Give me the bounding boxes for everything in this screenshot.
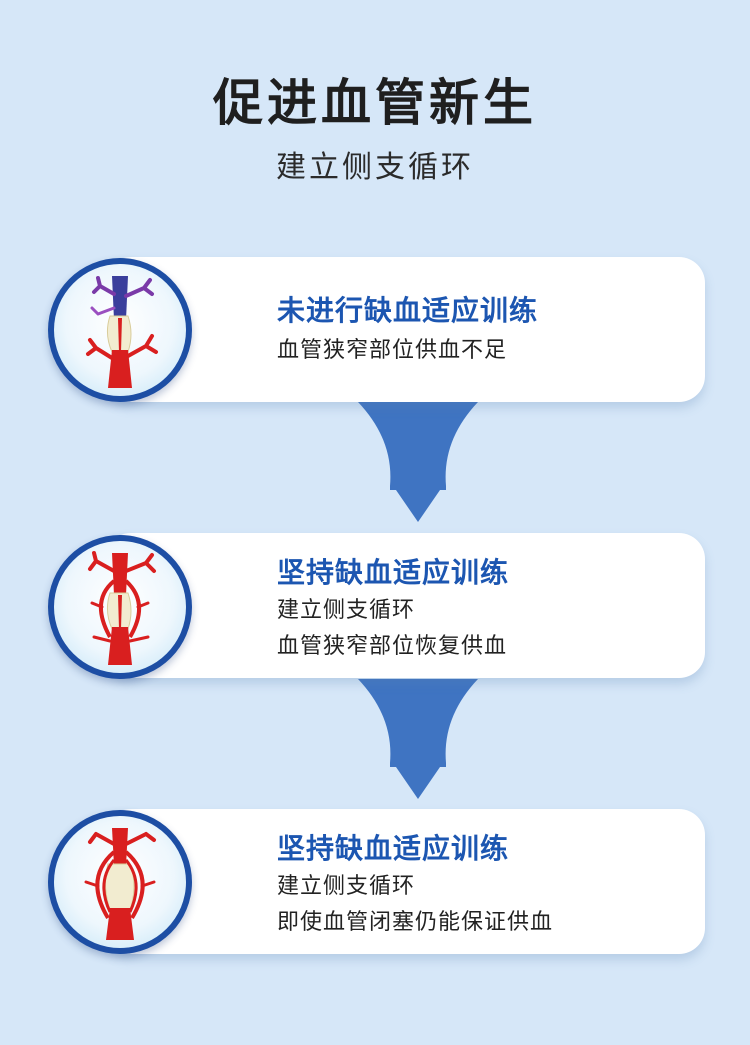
arrow-down-icon <box>358 679 478 799</box>
stage-heading: 坚持缺血适应训练 <box>277 832 510 865</box>
stage-heading: 未进行缺血适应训练 <box>277 294 539 327</box>
stage-description: 血管狭窄部位恢复供血 <box>277 634 508 659</box>
vessel-stenosis-icon <box>86 276 158 388</box>
vessel-stenosis-badge <box>48 258 192 402</box>
stage-heading: 坚持缺血适应训练 <box>277 556 510 589</box>
stage-description: 建立侧支循环 <box>277 598 416 623</box>
vessel-occlusion-badge <box>48 810 192 954</box>
vessel-occlusion-icon <box>84 828 156 940</box>
page-subtitle: 建立侧支循环 <box>276 150 474 185</box>
vessel-collateral-icon <box>88 551 156 665</box>
vessel-collateral-badge <box>48 535 192 679</box>
stage-card-training: 坚持缺血适应训练 建立侧支循环 血管狭窄部位恢复供血 <box>105 533 705 678</box>
page-title: 促进血管新生 <box>213 74 537 132</box>
stage-card-occlusion: 坚持缺血适应训练 建立侧支循环 即使血管闭塞仍能保证供血 <box>105 809 705 954</box>
stage-description: 即使血管闭塞仍能保证供血 <box>277 910 554 935</box>
stage-description: 建立侧支循环 <box>277 874 416 899</box>
arrow-down-icon <box>358 402 478 522</box>
stage-description: 血管狭窄部位供血不足 <box>277 338 508 363</box>
stage-card-untrained: 未进行缺血适应训练 血管狭窄部位供血不足 <box>105 257 705 402</box>
